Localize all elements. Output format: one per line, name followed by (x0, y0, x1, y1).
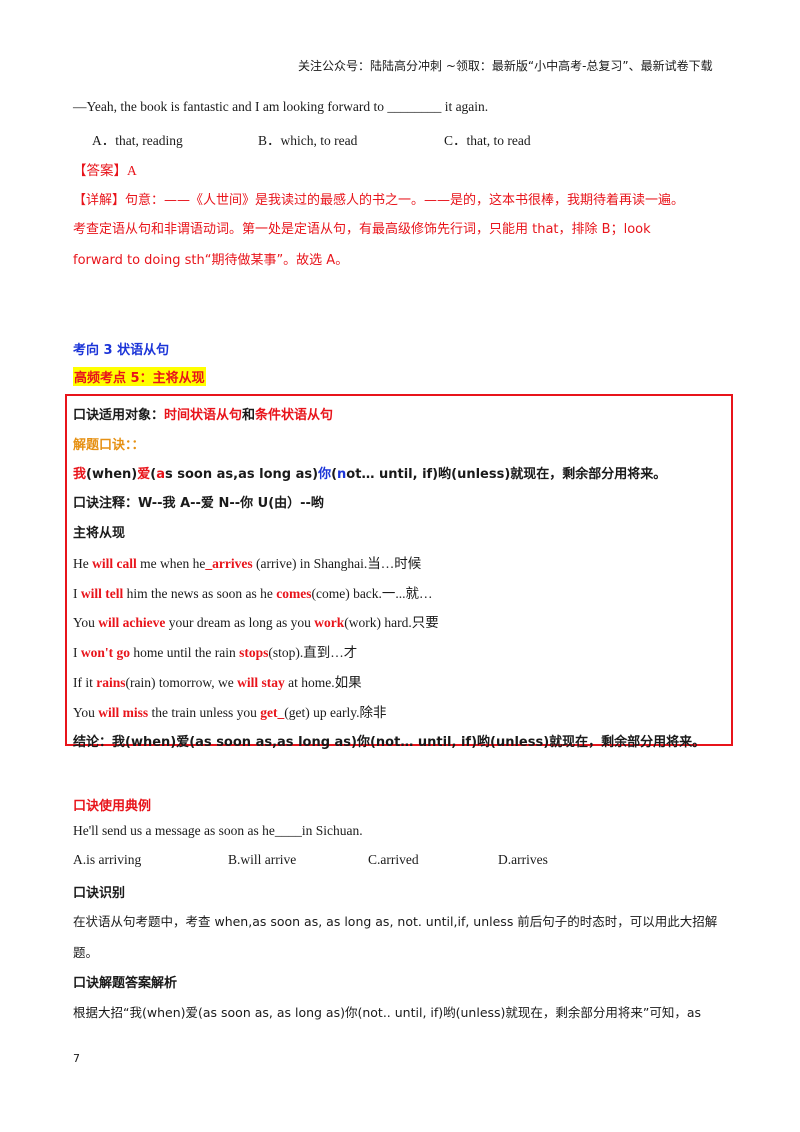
detail-text-1: 句意：——《人世间》是我读过的最感人的书之一。——是的，这本书很棒，我期待着再读… (125, 193, 685, 208)
rhyme-rest: 哟(unless)就现在，剩余部分用将来。 (438, 467, 667, 482)
ex3-subject: You (73, 615, 99, 630)
ex2-middle: him the news as soon as he (123, 586, 277, 601)
rhyme-as-open: ( (150, 467, 157, 482)
example-3: You will achieve your dream as long as y… (73, 611, 439, 631)
example-2: I will tell him the news as soon as he c… (73, 582, 433, 602)
ex5-middle: (rain) tomorrow, we (125, 675, 238, 690)
rhyme-not-rest: ot… until, if) (346, 467, 439, 482)
target-line: 口诀适用对象：时间状语从句和条件状语从句 (73, 404, 333, 423)
ex5-main-verb: will stay (237, 675, 285, 690)
identify-title: 口诀识别 (73, 886, 126, 901)
page-number: 7 (73, 1052, 80, 1065)
ex2-main-verb: will tell (80, 586, 124, 601)
analysis-title: 口诀解题答案解析 (73, 976, 178, 991)
example-4: I won't go home until the rain stops(sto… (73, 641, 357, 661)
answer-label: 【答案】 (73, 163, 127, 179)
rhyme-as-rest: s soon as,as long as) (165, 467, 319, 482)
analysis-line-1: 根据大招“我(when)爱(as soon as, as long as)你(n… (73, 1005, 702, 1020)
answer-line: 【答案】A (73, 159, 137, 179)
ex1-tail: (arrive) in Shanghai.当…时候 (252, 556, 422, 571)
ex4-main-verb: won't go (80, 645, 131, 660)
rhyme-line: 我(when)爱(as soon as,as long as)你(not… un… (73, 463, 666, 482)
question-stem: —Yeah, the book is fantastic and I am lo… (73, 99, 489, 114)
ex4-clause-verb: stops (239, 645, 269, 660)
target-time: 时间状语从句 (164, 408, 243, 423)
ex1-clause-verb: _arrives (205, 556, 253, 571)
usage-option-d: D.arrives (498, 852, 548, 867)
page-header: 关注公众号：陆陆高分冲刺 ~领取：最新版“小中高考-总复习”、最新试卷下载 (298, 59, 713, 73)
rhyme-note: 口诀注释：W--我 A--爱 N--你 U(由）--哟 (73, 496, 324, 511)
ex6-clause-verb: get_ (260, 705, 285, 720)
detail-line-1: 【详解】句意：——《人世间》是我读过的最感人的书之一。——是的，这本书很棒，我期… (73, 189, 684, 208)
ex2-subject: I (73, 586, 81, 601)
detail-line-3: forward to doing sth“期待做某事”。故选 A。 (73, 253, 349, 268)
rhyme-when: (when) (86, 467, 138, 482)
answer-value: A (127, 163, 137, 178)
ex6-tail: (get) up early.除非 (284, 705, 387, 720)
option-a: A．that, reading (92, 133, 183, 148)
identify-line-1: 在状语从句考题中，考查 when,as soon as, as long as,… (73, 914, 718, 929)
rhyme-a: 爱 (137, 467, 151, 482)
detail-label: 【详解】 (73, 193, 126, 208)
usage-option-b: B.will arrive (228, 852, 297, 867)
ex3-clause-verb: work (314, 615, 345, 630)
ex2-tail: (come) back.一...就… (311, 586, 433, 601)
rhyme-not-n: n (337, 467, 347, 482)
ex5-subject: If it (73, 675, 97, 690)
ex1-subject: He (73, 556, 93, 571)
rhyme-as-a: a (156, 467, 165, 482)
ex4-tail: (stop).直到…才 (268, 645, 358, 660)
ex4-middle: home until the rain (130, 645, 240, 660)
ex1-middle: me when he (136, 556, 206, 571)
detail-line-2: 考查定语从句和非谓语动词。第一处是定语从句，有最高级修饰先行词，只能用 that… (73, 222, 651, 237)
ex2-clause-verb: comes (276, 586, 312, 601)
example-6: You will miss the train unless you get_(… (73, 701, 387, 721)
ex3-middle: your dream as long as you (165, 615, 315, 630)
ex5-clause-verb: rains (96, 675, 126, 690)
ex3-tail: (work) hard.只要 (344, 615, 439, 630)
section-title: 考向 3 状语从句 (73, 343, 170, 358)
example-1: He will call me when he_arrives (arrive)… (73, 552, 421, 572)
ex6-middle: the train unless you (148, 705, 261, 720)
rule-title: 主将从现 (73, 526, 126, 541)
ex3-main-verb: will achieve (98, 615, 166, 630)
option-c: C．that, to read (444, 133, 531, 148)
ex5-tail: at home.如果 (284, 675, 362, 690)
ex6-main-verb: will miss (98, 705, 149, 720)
target-condition: 条件状语从句 (255, 408, 334, 423)
ex1-main-verb: will call (92, 556, 137, 571)
identify-line-2: 题。 (73, 945, 99, 960)
target-label: 口诀适用对象： (73, 408, 165, 423)
usage-question: He'll send us a message as soon as he___… (73, 823, 363, 838)
rhyme-box (65, 394, 733, 746)
ex4-subject: I (73, 645, 81, 660)
conclusion: 结论：我(when)爱(as soon as,as long as)你(not…… (73, 735, 706, 750)
method-label: 解题口诀：： (73, 438, 145, 453)
usage-option-c: C.arrived (368, 852, 419, 867)
option-b: B．which, to read (258, 133, 358, 148)
usage-title: 口诀使用典例 (73, 799, 152, 814)
key-point-title: 高频考点 5：主将从现 (73, 367, 206, 386)
rhyme-not-open: ( (331, 467, 338, 482)
rhyme-w: 我 (73, 467, 87, 482)
rhyme-n: 你 (318, 467, 332, 482)
target-and: 和 (242, 408, 256, 423)
usage-option-a: A.is arriving (73, 852, 142, 867)
example-5: If it rains(rain) tomorrow, we will stay… (73, 671, 362, 691)
ex6-subject: You (73, 705, 99, 720)
